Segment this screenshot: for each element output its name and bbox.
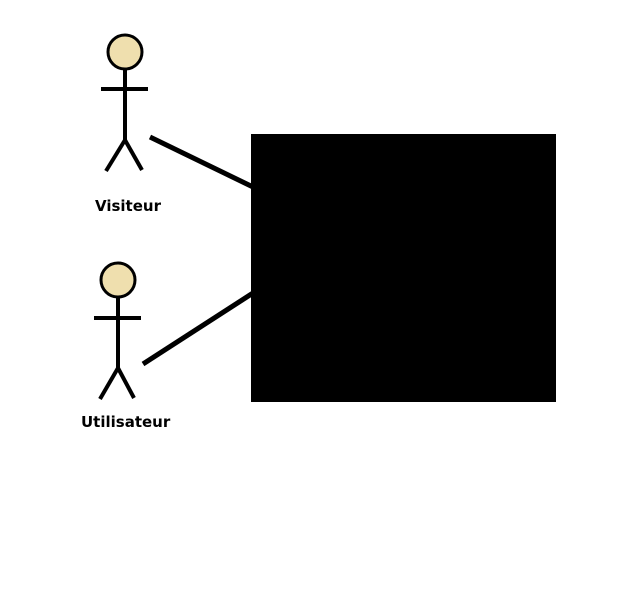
actor-left-leg [98,366,120,401]
actor-head [106,33,144,71]
association-line-utilisateur [141,290,255,367]
actor-utilisateur: Utilisateur [81,261,171,431]
actor-right-leg [116,367,136,399]
actor-head [99,261,137,299]
system-box [251,134,556,402]
actor-label-utilisateur: Utilisateur [81,413,171,431]
association-line-visiteur [148,134,255,190]
actor-label-visiteur: Visiteur [95,197,162,215]
actor-visiteur: Visiteur [95,33,162,215]
actor-right-leg [123,139,144,171]
actor-left-leg [104,138,127,173]
